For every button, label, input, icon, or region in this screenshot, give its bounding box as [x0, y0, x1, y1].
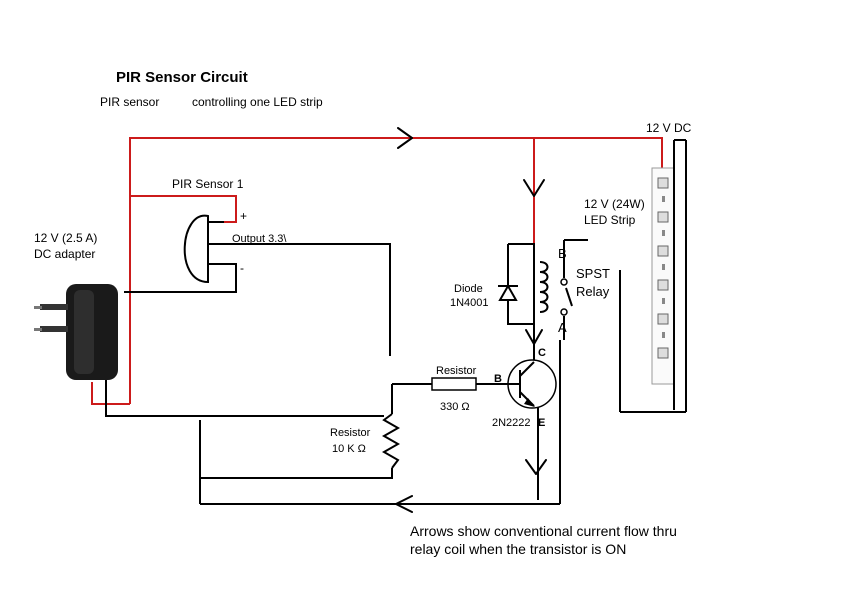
subtitle-left: PIR sensor — [100, 95, 159, 109]
transistor-part-label: 2N2222 — [492, 417, 531, 429]
resistor-330-symbol — [431, 377, 477, 391]
arrow-down-1 — [523, 179, 545, 197]
note-line-2: relay coil when the transistor is ON — [410, 541, 626, 557]
transistor-symbol — [506, 359, 557, 409]
arrow-down-3 — [525, 459, 547, 475]
positive-wires — [91, 137, 663, 405]
resistor-10k-name: Resistor — [330, 427, 371, 439]
led-strip-label-1: 12 V (24W) — [584, 197, 645, 211]
diode-symbol — [498, 283, 518, 301]
relay-switch-symbol — [560, 240, 573, 340]
relay-coil-symbol — [539, 261, 549, 313]
relay-label-1: SPST — [576, 266, 610, 281]
relay-a-label: A — [558, 320, 567, 335]
dc-adapter-icon — [34, 284, 118, 380]
note-line-1: Arrows show conventional current flow th… — [410, 523, 677, 539]
led-strip-label-2: LED Strip — [584, 213, 636, 227]
current-arrows — [395, 127, 547, 513]
resistor-330-value: 330 Ω — [440, 401, 470, 413]
led-strip-icon — [651, 139, 687, 412]
transistor-b-label: B — [494, 373, 502, 385]
pir-minus-label: - — [240, 261, 244, 275]
pir-plus-label: + — [240, 209, 247, 223]
resistor-10k-value: 10 K Ω — [332, 443, 366, 455]
transistor-c-label: C — [538, 347, 546, 359]
arrow-top — [397, 127, 413, 149]
ground-and-signal-wires — [105, 239, 686, 505]
pir-output-label: Output 3.3\ — [232, 233, 287, 245]
pir-sensor-icon — [183, 214, 224, 284]
supply-voltage-label: 12 V DC — [646, 121, 692, 135]
diagram-title: PIR Sensor Circuit — [116, 69, 248, 86]
arrow-down-2 — [525, 329, 543, 345]
subtitle-right: controlling one LED strip — [192, 95, 323, 109]
resistor-10k-symbol — [381, 413, 401, 469]
relay-b-label: B — [558, 246, 567, 261]
adapter-label-2: DC adapter — [34, 247, 95, 261]
arrow-bottom — [395, 495, 413, 513]
diode-label-1: Diode — [454, 283, 483, 295]
diode-label-2: 1N4001 — [450, 297, 489, 309]
resistor-330-name: Resistor — [436, 365, 477, 377]
relay-label-2: Relay — [576, 284, 610, 299]
adapter-label-1: 12 V (2.5 A) — [34, 231, 97, 245]
pir-sensor-label: PIR Sensor 1 — [172, 177, 244, 191]
transistor-e-label: E — [538, 417, 545, 429]
